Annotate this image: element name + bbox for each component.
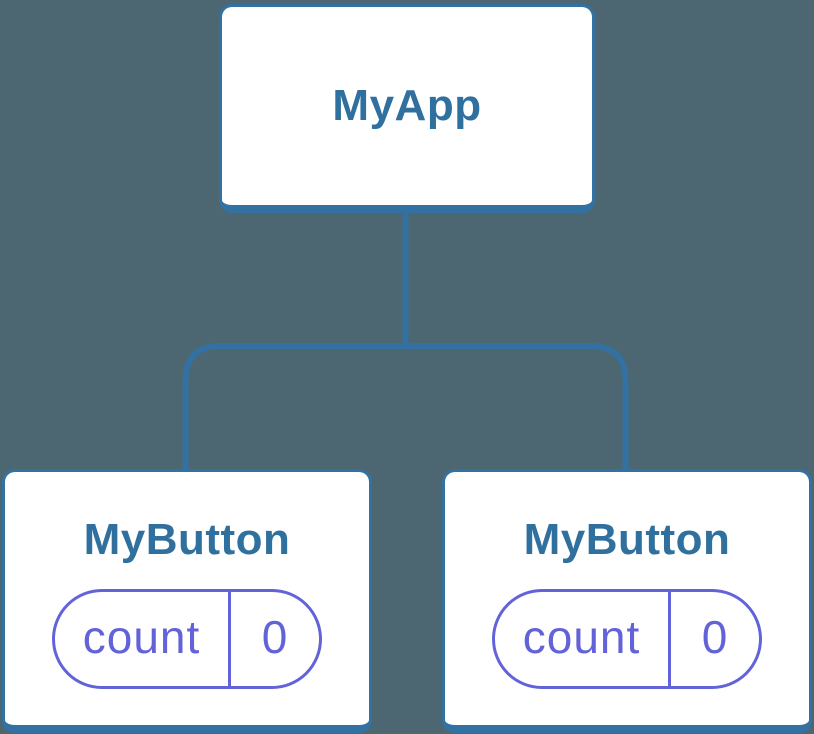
state-pill-right: count 0 bbox=[492, 589, 762, 689]
state-key-cell: count bbox=[495, 592, 668, 686]
fork-bracket-line bbox=[182, 343, 629, 472]
node-mybutton-right: MyButton count 0 bbox=[442, 469, 812, 733]
pill-divider bbox=[228, 592, 231, 686]
state-value-cell: 0 bbox=[231, 592, 319, 686]
state-value-label: 0 bbox=[701, 611, 729, 663]
pill-divider bbox=[668, 592, 671, 686]
node-mybutton-right-label: MyButton bbox=[523, 515, 731, 564]
state-value-label: 0 bbox=[261, 611, 289, 663]
node-mybutton-left-label: MyButton bbox=[83, 515, 291, 564]
node-mybutton-left: MyButton count 0 bbox=[2, 469, 372, 733]
node-myapp-label: MyApp bbox=[332, 81, 482, 130]
state-key-cell: count bbox=[55, 592, 228, 686]
state-key-label: count bbox=[522, 611, 641, 663]
state-key-label: count bbox=[82, 611, 201, 663]
node-myapp: MyApp bbox=[219, 4, 595, 213]
state-value-cell: 0 bbox=[671, 592, 759, 686]
state-pill-left: count 0 bbox=[52, 589, 322, 689]
